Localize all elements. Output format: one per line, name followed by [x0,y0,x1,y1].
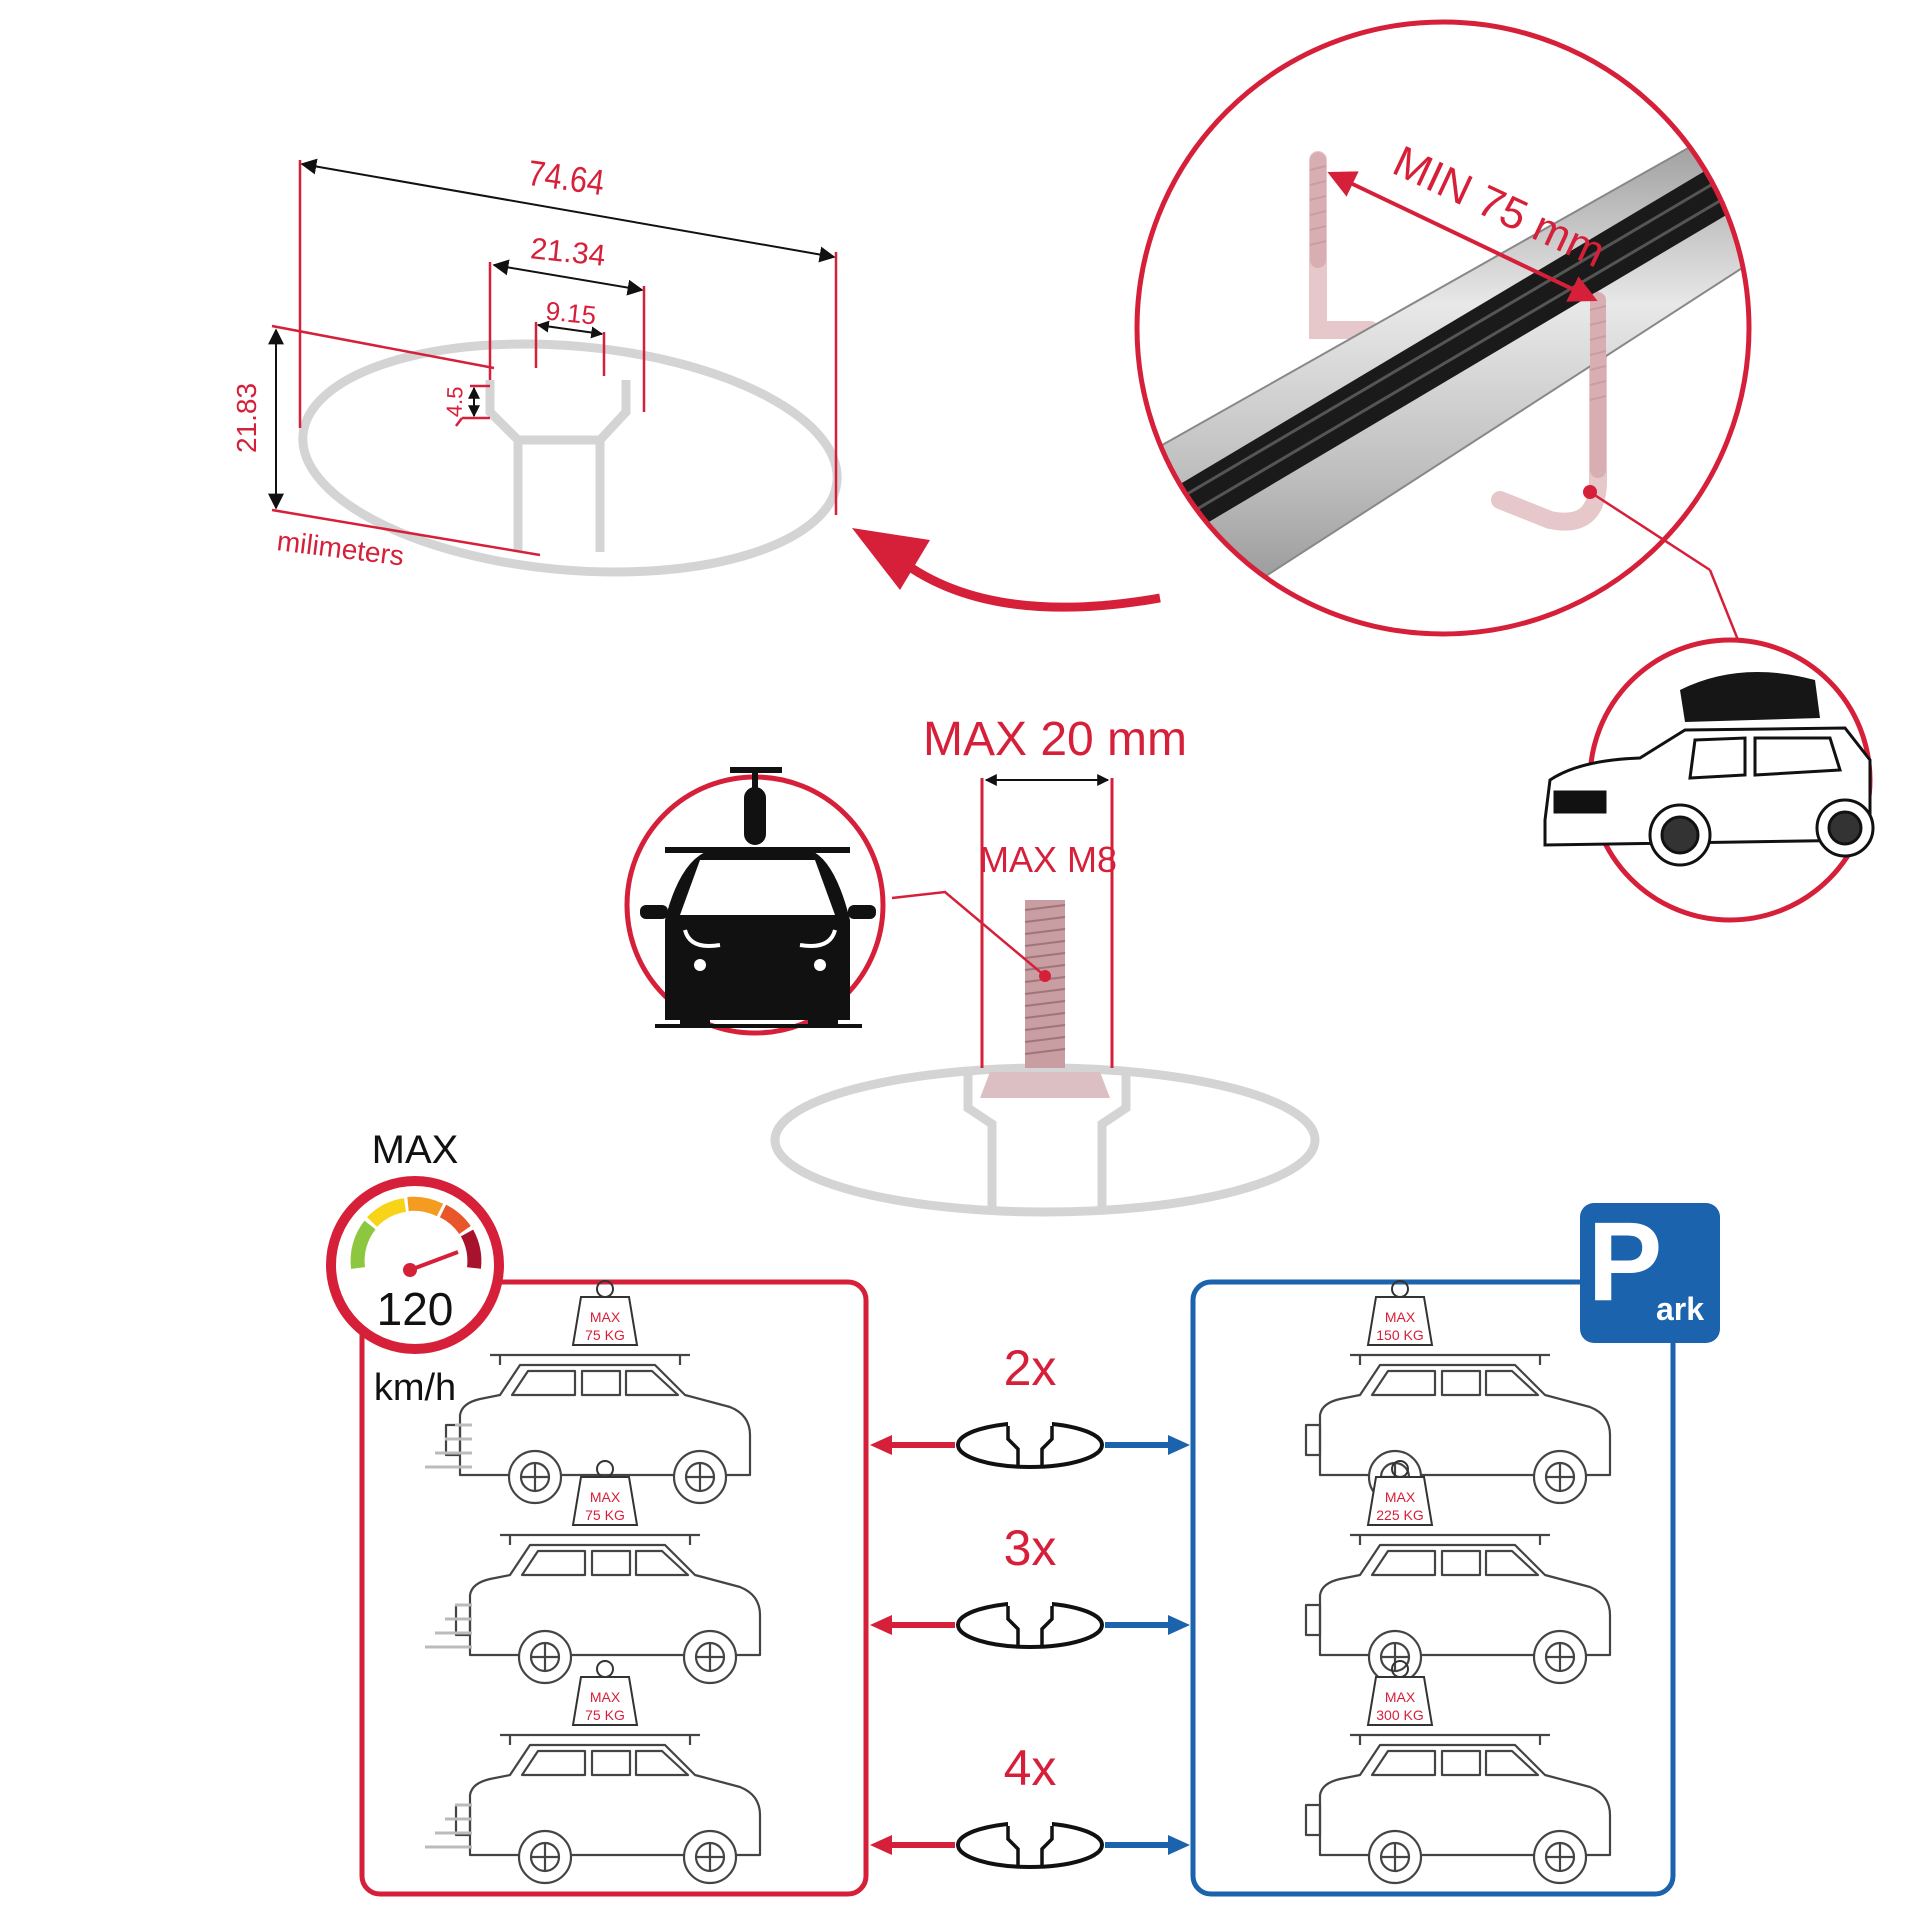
driving-arrow-head [870,1615,892,1635]
speed-value: 120 [377,1283,454,1335]
roof-box-icon [1680,672,1820,722]
parked-arrow-head [1168,1615,1190,1635]
load-row: MAX 75 KG MAX 150 KG 2x [425,1280,1612,1505]
speedometer-needle [409,1250,459,1272]
park-letter: P [1588,1199,1663,1324]
speed-unit: km/h [374,1367,456,1409]
load-row: MAX 75 KG MAX 225 KG 3x [425,1460,1612,1685]
driving-weight-kg: 75 KG [585,1327,625,1343]
height-dimension-label: 21.83 [231,383,262,453]
parked-arrow-head [1168,1435,1190,1455]
bar-profile-icon [958,1603,1102,1647]
load-row: MAX 75 KG MAX 300 KG 4x [425,1660,1612,1885]
max-width-label: MAX 20 mm [923,713,1187,766]
bar-zoom-circle: MIN 75 mm [1134,19,1752,646]
parked-arrow-head [1168,1835,1190,1855]
unit-label: milimeters [275,525,405,571]
driving-weight-max: MAX [590,1489,621,1505]
curved-arrow-head [852,528,930,590]
driving-weight-max: MAX [590,1689,621,1705]
driving-arrow-head [870,1835,892,1855]
parked-weight-max: MAX [1385,1689,1416,1705]
bar-profile-icon [958,1423,1102,1467]
bar-count-label: 4x [1004,1740,1057,1796]
parked-weight-max: MAX [1385,1309,1416,1325]
bolt-thread [1025,900,1065,1068]
bar-count-label: 2x [1004,1340,1057,1396]
slot-inner-dimension-label: 9.15 [544,295,597,330]
curved-arrow [897,556,1161,612]
park-rest: ark [1656,1291,1704,1327]
roof-box-car-circle [1543,637,1875,923]
park-badge: P ark [1580,1199,1720,1343]
slot-outer-dimension-label: 21.34 [529,232,607,273]
bolt-section: MAX 20 mm MAX M8 [770,713,1320,1217]
car-front-icon [640,847,876,1028]
parked-weight-kg: 300 KG [1376,1707,1423,1723]
slot-depth-dimension-label: 4.5 [441,386,467,417]
bike-icon [730,767,782,845]
driving-weight-max: MAX [590,1309,621,1325]
parked-weight-max: MAX [1385,1489,1416,1505]
bike-car-circle [624,767,886,1036]
max-thread-label: MAX M8 [979,839,1117,880]
driving-weight-kg: 75 KG [585,1507,625,1523]
bolt-head [980,1072,1110,1098]
profile-cross-section: 74.64 21.34 9.15 4.5 21.83 milimeters [231,154,842,577]
bar-profile-icon [958,1823,1102,1867]
speed-max-label: MAX [372,1128,459,1172]
speed-badge: MAX 120 km/h [326,1128,504,1409]
parked-weight-kg: 150 KG [1376,1327,1423,1343]
width-dimension-label: 74.64 [525,154,606,204]
bar-count-label: 3x [1004,1520,1057,1576]
driving-weight-kg: 75 KG [585,1707,625,1723]
driving-arrow-head [870,1435,892,1455]
parked-weight-kg: 225 KG [1376,1507,1423,1523]
suv-icon [1543,726,1875,867]
